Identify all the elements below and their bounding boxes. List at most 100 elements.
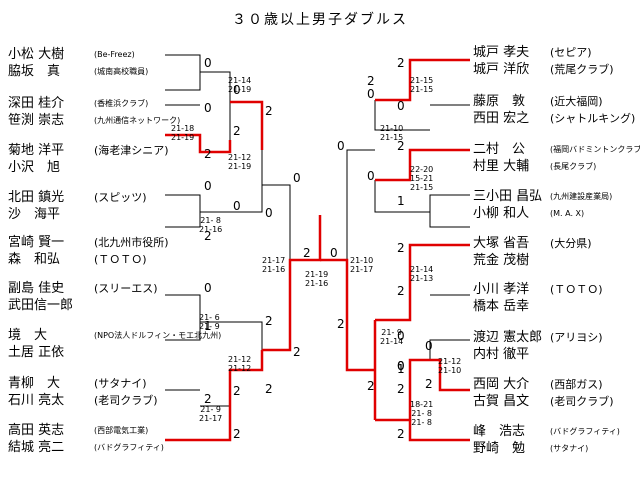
score: 1: [397, 362, 405, 376]
bracket-line: [320, 258, 375, 372]
bracket-line: [165, 350, 264, 442]
player-name: 宮崎 賢一: [8, 235, 65, 250]
player-name: 野崎 勉: [473, 441, 526, 456]
score: 0: [204, 56, 212, 70]
score: 0: [204, 281, 212, 295]
game-score: 21- 9 21-17: [199, 405, 223, 423]
score: 0: [425, 339, 433, 353]
club-name: (シャトルキング): [550, 112, 636, 125]
player-name: 脇坂 真: [8, 64, 61, 79]
player-name: 村里 大輔: [473, 159, 530, 174]
player-name: 石川 亮太: [8, 393, 65, 408]
score: 1: [204, 319, 212, 333]
bracket-line: [346, 149, 375, 260]
score: 2: [367, 379, 375, 393]
game-score: 21-19 21-16: [305, 270, 329, 288]
score: 2: [397, 382, 405, 396]
player-name: 小松 大樹: [8, 47, 65, 62]
score: 0: [337, 139, 345, 153]
player-name: 小沢 旭: [8, 160, 61, 175]
player-name: 小柳 和人: [473, 206, 530, 221]
club-name: (近大福岡): [550, 95, 603, 108]
score: 2: [367, 74, 375, 88]
player-name: 森 和弘: [8, 252, 61, 267]
game-score: 21-17 21-16: [262, 256, 286, 274]
club-name: (老司クラブ): [94, 394, 158, 407]
game-score: 21-12 21-12: [228, 355, 252, 373]
player-name: 笹渕 崇志: [8, 113, 65, 128]
bracket-line: [375, 148, 470, 182]
score: 0: [204, 101, 212, 115]
player-name: 三小田 昌弘: [473, 189, 543, 204]
game-score: 21-15 21-15: [410, 76, 434, 94]
bracket-line: [165, 194, 201, 228]
score: 2: [233, 384, 241, 398]
bracket-line: [262, 184, 291, 260]
player-name: 高田 英志: [8, 423, 65, 438]
club-name: (西部ガス): [550, 378, 603, 391]
club-name: (九州通信ネットワーク): [94, 116, 181, 125]
score: 0: [397, 99, 405, 113]
bracket-line: [165, 294, 201, 341]
score: 0: [330, 246, 338, 260]
score: 0: [233, 83, 241, 97]
player-name: 沙 海平: [8, 207, 61, 222]
player-name: 荒金 茂樹: [473, 253, 530, 268]
score: 0: [293, 171, 301, 185]
bracket-line: [200, 321, 263, 350]
score: 2: [337, 317, 345, 331]
bracket-line: [375, 243, 470, 322]
player-name: 菊地 洋平: [8, 143, 65, 158]
player-name: 境 大: [8, 328, 48, 343]
score: 2: [425, 377, 433, 391]
club-name: (サタナイ): [94, 377, 147, 390]
club-name: (海老津シニア): [94, 144, 169, 157]
player-name: 藤原 敦: [473, 94, 526, 109]
bracket-line: [375, 58, 470, 102]
bracket-line: [165, 54, 201, 91]
score: 0: [397, 359, 405, 373]
club-name: (ＴＯＴＯ): [550, 283, 603, 296]
club-name: (香椎浜クラブ): [94, 99, 149, 108]
game-score: 21- 8 21-16: [199, 216, 223, 234]
club-name: (バドグラフィティ): [94, 443, 164, 452]
club-name: (九州建設産業局): [550, 192, 613, 201]
game-score: 21-14 21-13: [410, 265, 434, 283]
club-name: (城南高校職員): [94, 67, 149, 76]
bracket-line: [200, 150, 263, 213]
score: 0: [397, 329, 405, 343]
score: 2: [204, 229, 212, 243]
score: 2: [397, 284, 405, 298]
score: 2: [293, 345, 301, 359]
game-score: 21- 9 21-14: [380, 328, 404, 346]
score: 2: [265, 314, 273, 328]
club-name: (スピッツ): [94, 191, 147, 204]
club-name: (ＴＯＴＯ): [94, 253, 147, 266]
score: 2: [204, 392, 212, 406]
player-name: 内村 徹平: [473, 347, 530, 362]
player-name: 大塚 省吾: [473, 236, 530, 251]
club-name: (福岡バドミントンクラブ): [550, 145, 640, 154]
club-name: (セピア): [550, 46, 592, 59]
game-score: 21-18 21-19: [171, 124, 195, 142]
player-name: 武田信一郎: [8, 298, 74, 313]
game-score: 21-12 21-10: [438, 357, 462, 375]
bracket-line: [408, 420, 470, 442]
game-score: 22-20 15-21 21-15: [410, 165, 434, 192]
club-name: (スリーエス): [94, 282, 158, 295]
score: 2: [233, 124, 241, 138]
bracket-line: [429, 194, 470, 228]
club-name: (北九州市役所): [94, 236, 169, 249]
score: 0: [367, 169, 375, 183]
bracket-line: [262, 215, 322, 352]
club-name: (長尾クラブ): [550, 162, 597, 171]
player-name: 城戸 洋欣: [473, 62, 530, 77]
score: 2: [397, 241, 405, 255]
bracket-line: [200, 71, 231, 140]
player-name: 二村 公: [473, 142, 526, 157]
score: 2: [303, 246, 311, 260]
club-name: (NPO法人ドルフィン・モエ北九州): [94, 331, 222, 340]
bracket-line: [230, 100, 264, 150]
player-name: 橋本 岳幸: [473, 299, 530, 314]
